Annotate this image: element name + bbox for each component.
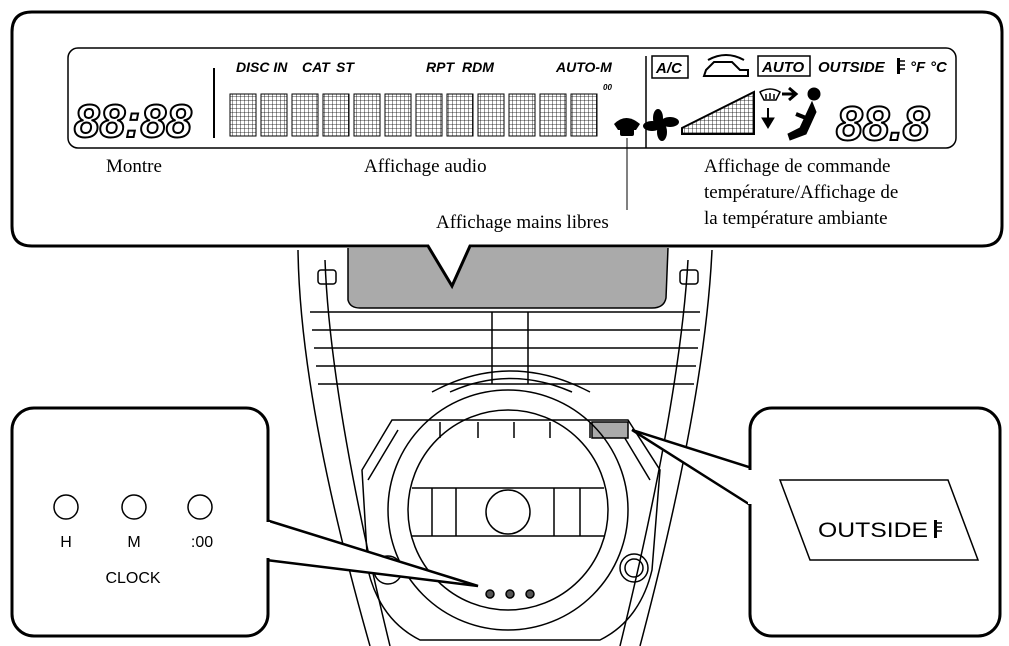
clock-title: CLOCK [105,570,160,587]
label-temp-line2: température/Affichage de [704,182,898,203]
flag-rdm: RDM [462,59,494,75]
label-montre: Montre [106,156,162,177]
flag-ac: A/C [655,60,683,77]
flag-st: ST [336,59,355,75]
dot-matrix-char [477,93,505,137]
outside-button-label: OUTSIDE [818,519,928,542]
label-affichage-audio: Affichage audio [364,156,487,177]
clock-button-h[interactable] [53,494,79,520]
audio-dot-matrix [229,93,598,137]
dot-matrix-char [291,93,319,137]
fan-speed-bar [681,90,755,135]
dot-matrix-char [353,93,381,137]
recirculation-car-icon [702,54,749,77]
lcd-small-digits: 00 [603,83,612,92]
dot-matrix-char [508,93,536,137]
flag-deg-c: °C [930,59,948,76]
dot-matrix-char [229,93,257,137]
clock-button-00[interactable] [187,494,213,520]
fan-icon [643,109,679,141]
outside-thermometer-icon [934,520,942,538]
flag-auto: AUTO [761,59,805,76]
dot-matrix-char [570,93,598,137]
flag-rpt: RPT [426,59,455,75]
clock-button-h-label: H [60,534,72,551]
airflow-person-icon [761,86,821,141]
clock-button-00-label: :00 [191,534,213,551]
flag-cat: CAT [302,59,331,75]
flag-deg-f: °F [910,59,926,76]
label-temp-line1: Affichage de commande [704,156,890,177]
dot-matrix-char [539,93,567,137]
clock-button-m-label: M [127,534,140,551]
clock-callout-pointer [265,518,479,588]
console-drawing [297,247,713,646]
dot-matrix-char [322,93,350,137]
label-mains-libres: Affichage mains libres [436,212,609,233]
clock-callout-frame [10,406,270,638]
phone-icon [614,118,640,136]
label-temp-line3: la température ambiante [704,208,888,229]
lcd-clock-digits: 88:88 [74,95,192,147]
flag-disc-in: DISC IN [236,59,288,75]
dot-matrix-char [446,93,474,137]
defrost-icon [759,88,781,101]
clock-button-m[interactable] [121,494,147,520]
dot-matrix-char [260,93,288,137]
outside-callout-pointer [631,428,754,509]
lcd-temp-digits: 88.8 [836,98,930,151]
thermometer-icon [897,58,905,74]
flag-outside: OUTSIDE [818,59,886,76]
dot-matrix-char [415,93,443,137]
flag-auto-m: AUTO-M [555,59,612,75]
dot-matrix-char [384,93,412,137]
audio-flags: DISC IN CAT ST RPT RDM AUTO-M [236,59,612,75]
outside-button[interactable] [778,479,980,561]
